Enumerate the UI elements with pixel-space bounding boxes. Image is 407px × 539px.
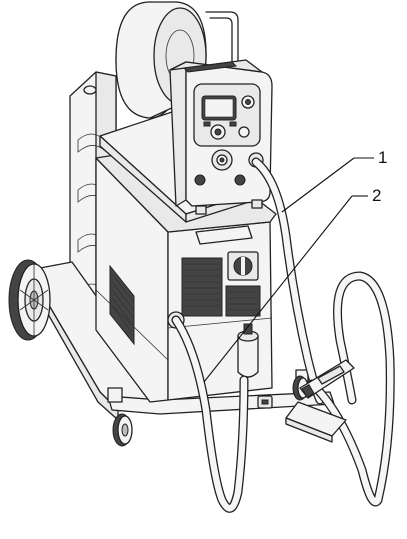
callout-2: 2	[372, 186, 381, 205]
wire-feeder-unit	[169, 59, 273, 215]
rear-wheel	[8, 259, 51, 341]
torch-holder-plate	[285, 401, 347, 443]
coolant-bottle	[237, 323, 259, 378]
side-vent-grille	[109, 264, 135, 346]
main-power-switch	[227, 251, 259, 281]
hose-torch-cable	[171, 271, 395, 513]
front-caster-left	[107, 387, 133, 447]
leader-line-1	[281, 157, 355, 213]
leader-line-2	[203, 195, 353, 383]
wire-spool	[115, 1, 207, 119]
torch-euro-connector	[211, 149, 233, 171]
control-display	[201, 95, 237, 121]
feeder-lifting-handle	[205, 11, 239, 71]
callout-1: 1	[378, 148, 387, 167]
cable-clamp	[257, 395, 273, 409]
callout-leaders	[203, 157, 374, 383]
welding-torch	[299, 359, 355, 399]
front-vent-grille	[181, 257, 261, 317]
